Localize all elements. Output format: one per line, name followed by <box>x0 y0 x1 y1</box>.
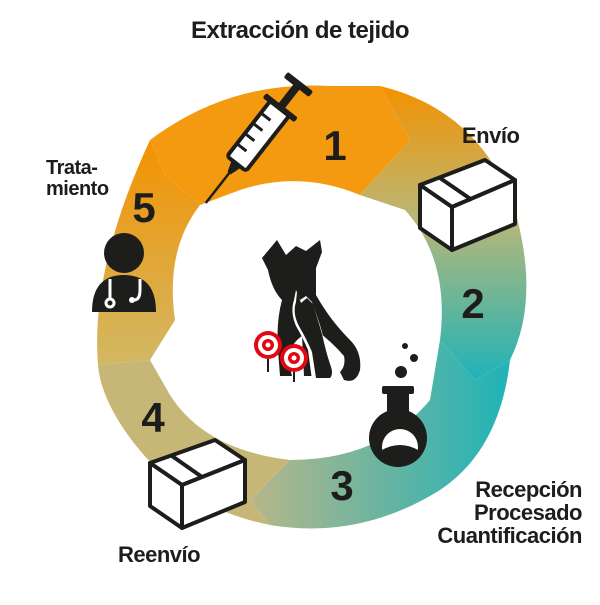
box-icon <box>148 438 247 530</box>
target-icon <box>254 331 282 372</box>
step-label-3: Recepción Procesado Cuantificación <box>437 478 582 547</box>
step-label-4: Reenvío <box>118 542 201 567</box>
box-icon <box>418 158 517 252</box>
ring-segment-1 <box>150 85 410 205</box>
step-label-3-line-1: Recepción <box>475 477 582 502</box>
step-number-5: 5 <box>132 184 155 231</box>
step-number-4: 4 <box>141 394 165 441</box>
step-number-3: 3 <box>330 462 353 509</box>
step-label-5-line-1: Trata- <box>46 157 98 179</box>
flask-icon <box>369 343 427 467</box>
syringe-icon <box>204 72 313 204</box>
dog-cat-icon <box>262 240 361 381</box>
step-number-1: 1 <box>323 122 346 169</box>
step-label-3-line-2: Procesado <box>474 500 582 526</box>
step-label-2: Envío <box>462 123 520 148</box>
step-label-5: Trata- miento <box>46 158 109 200</box>
step-label-3-line-3: Cuantificación <box>437 523 582 549</box>
diagram-title: Extracción de tejido <box>190 17 410 44</box>
ring-segment-3 <box>250 340 510 529</box>
doctor-icon <box>92 233 156 312</box>
step-label-5-line-2: miento <box>46 178 109 200</box>
step-number-2: 2 <box>461 280 484 327</box>
target-icon <box>280 344 308 382</box>
